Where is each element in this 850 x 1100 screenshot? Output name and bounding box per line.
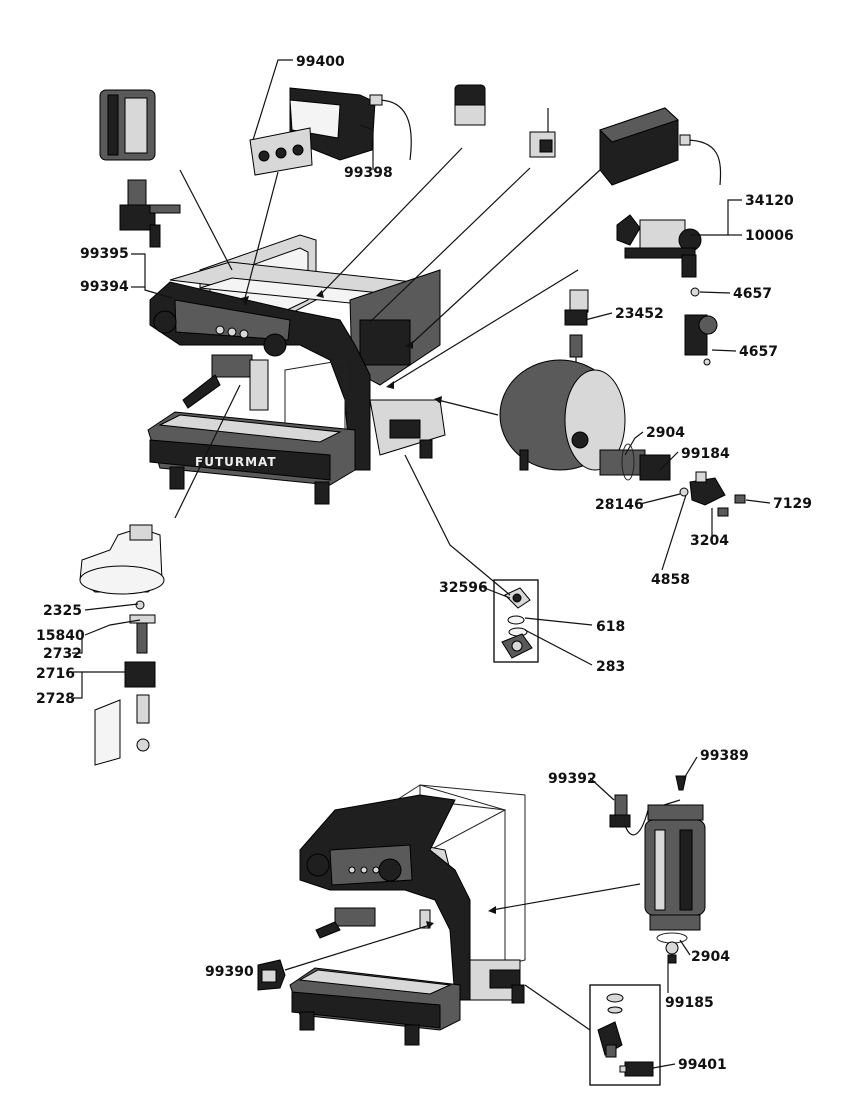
part-label-4858: 4858: [651, 572, 690, 588]
part-label-32596: 32596: [439, 580, 488, 596]
part-label-99392: 99392: [548, 771, 597, 787]
lower-boiler-part: [609, 775, 706, 964]
part-label-99400: 99400: [296, 54, 345, 70]
boiler-valve-kit-box: [493, 579, 539, 663]
part-label-2904-lower: 2904: [691, 949, 730, 965]
electronic-box-part: [599, 107, 722, 186]
part-label-7129: 7129: [773, 496, 812, 512]
switch-kit-box: [589, 984, 661, 1086]
leader-lines: [72, 59, 771, 1069]
part-label-618: 618: [596, 619, 625, 635]
part-label-283: 283: [596, 659, 625, 675]
part-label-10006: 10006: [745, 228, 794, 244]
part-label-2732: 2732: [43, 646, 82, 662]
part-label-99390: 99390: [205, 964, 254, 980]
part-label-99398: 99398: [344, 165, 393, 181]
relay-part: [529, 108, 556, 158]
lower-espresso-machine: [289, 784, 526, 1046]
part-label-34120: 34120: [745, 193, 794, 209]
upper-espresso-machine: FUTURMAT: [147, 234, 446, 505]
boiler-part: [499, 359, 671, 481]
solenoid-valve-part: [454, 84, 486, 126]
part-label-99394: 99394: [80, 279, 129, 295]
control-board-part: [249, 87, 412, 176]
switch-part: [257, 959, 286, 991]
part-label-28146: 28146: [595, 497, 644, 513]
part-label-4657-lower: 4657: [739, 344, 778, 360]
part-label-3204: 3204: [690, 533, 729, 549]
part-label-99185: 99185: [665, 995, 714, 1011]
pump-part: [616, 214, 718, 366]
part-label-99184: 99184: [681, 446, 730, 462]
grinder-hopper-part: [99, 89, 181, 248]
pressure-switch-part: [564, 289, 589, 376]
brand-logo-text: FUTURMAT: [195, 455, 277, 469]
part-label-2904-upper: 2904: [646, 425, 685, 441]
part-labels: 99400 99398 99395 99394 34120 10006 4657…: [36, 54, 812, 1073]
part-label-99395: 99395: [80, 246, 129, 262]
part-label-2728: 2728: [36, 691, 75, 707]
part-label-23452: 23452: [615, 306, 664, 322]
part-label-99389: 99389: [700, 748, 749, 764]
part-label-4657-upper: 4657: [733, 286, 772, 302]
element-fittings-part: [679, 471, 746, 517]
part-label-2716: 2716: [36, 666, 75, 682]
grinder-assembly-part: [79, 524, 165, 766]
part-label-15840: 15840: [36, 628, 85, 644]
part-label-2325: 2325: [43, 603, 82, 619]
part-label-99401: 99401: [678, 1057, 727, 1073]
